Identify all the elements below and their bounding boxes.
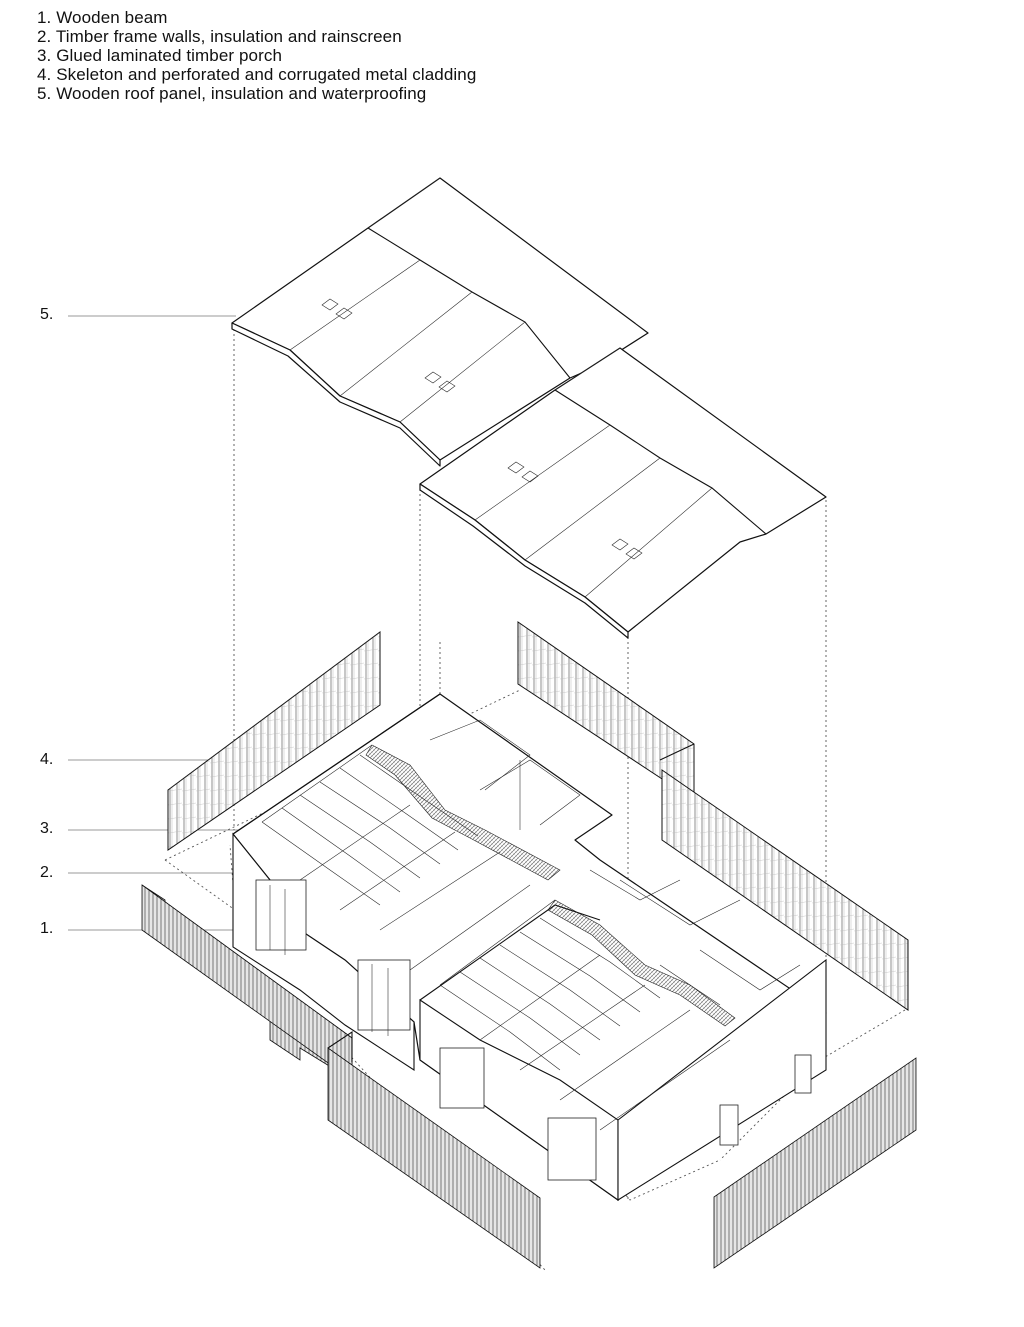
roof-skylight-4 xyxy=(611,538,643,560)
roof-skylight-3 xyxy=(507,461,539,483)
callout-4: 4. xyxy=(40,751,210,768)
door-6 xyxy=(794,1054,812,1094)
building-volume xyxy=(232,693,827,1202)
perforated-cladding-right xyxy=(661,769,909,1011)
door-3 xyxy=(439,1047,485,1109)
roof-panel-upper xyxy=(231,177,649,467)
callout-label-5: 5. xyxy=(40,306,53,323)
callout-label-1: 1. xyxy=(40,920,53,937)
wooden-beams-upper xyxy=(261,744,531,971)
perforated-cladding-left xyxy=(167,631,381,851)
legend-item-roof-panel: 5. Wooden roof panel, insulation and wat… xyxy=(37,84,427,103)
glulam-porch-lower xyxy=(547,899,736,1027)
legend-item-timber-frame-walls: 2. Timber frame walls, insulation and ra… xyxy=(37,27,402,46)
callout-label-4: 4. xyxy=(40,751,53,768)
glulam-porch-upper xyxy=(365,744,561,881)
legend-item-wooden-beam: 1. Wooden beam xyxy=(37,8,168,27)
legend: 1. Wooden beam 2. Timber frame walls, in… xyxy=(37,8,476,103)
wooden-beams-lower xyxy=(439,899,731,1131)
legend-item-metal-cladding: 4. Skeleton and perforated and corrugate… xyxy=(37,65,477,84)
callout-2: 2. xyxy=(40,864,250,881)
callout-label-3: 3. xyxy=(40,820,53,837)
corrugated-cladding-front-right xyxy=(713,1057,917,1269)
corrugated-cladding-front-center xyxy=(327,1030,541,1269)
door-1 xyxy=(255,879,307,951)
callout-label-2: 2. xyxy=(40,864,53,881)
roof-skylight-2 xyxy=(424,371,456,393)
callout-5: 5. xyxy=(40,306,236,323)
door-5 xyxy=(719,1104,739,1146)
legend-item-glulam-porch: 3. Glued laminated timber porch xyxy=(37,46,283,65)
roof-skylight-1 xyxy=(321,298,353,320)
door-2 xyxy=(357,959,411,1031)
roof-panel-lower xyxy=(419,347,827,639)
door-4 xyxy=(547,1117,597,1181)
